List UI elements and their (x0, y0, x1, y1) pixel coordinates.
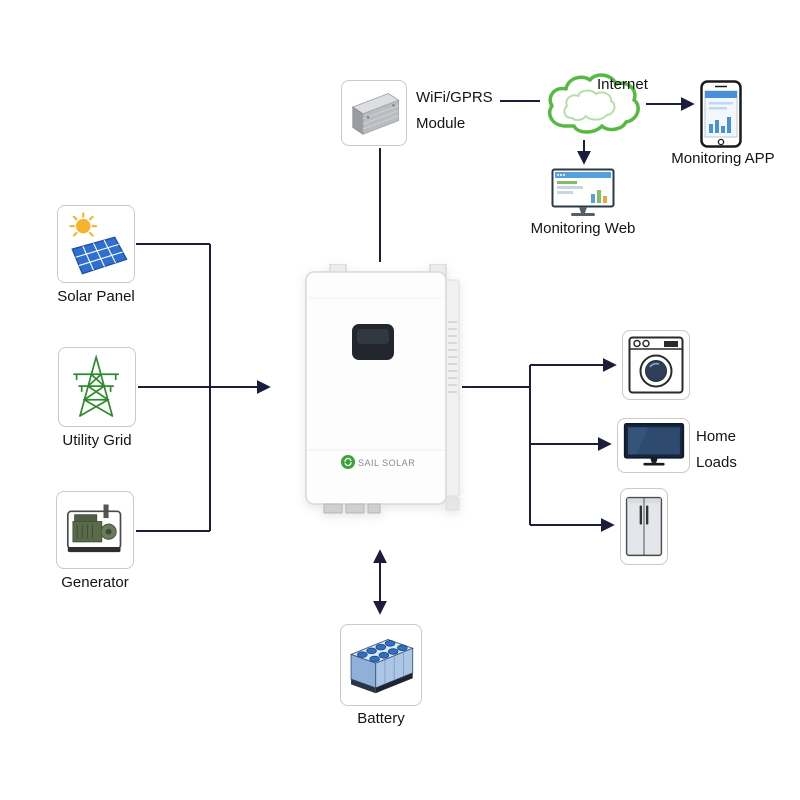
utility-grid-node: Utility Grid (58, 347, 136, 449)
monitoring-web-label: Monitoring Web (530, 220, 636, 237)
cloud-icon (547, 73, 640, 134)
washing-machine-icon (622, 330, 690, 400)
transmission-tower-icon (58, 347, 136, 427)
monitoring-web-node (551, 168, 615, 223)
utility-grid-label: Utility Grid (62, 432, 132, 449)
monitoring-app-label: Monitoring APP (671, 150, 775, 167)
hybrid-inverter-image: SAIL SOLAR (305, 263, 460, 514)
wifi-gprs-module-glyph (351, 93, 400, 136)
wifi-gprs-module-icon (341, 80, 407, 146)
tv-glyph (623, 422, 684, 466)
monitoring-app-node (700, 80, 742, 153)
solar-panel-glyph (69, 212, 128, 275)
refrigerator-icon (620, 488, 668, 565)
battery-node: Battery (340, 624, 422, 727)
battery-label: Battery (357, 710, 405, 727)
tv-icon (617, 418, 690, 473)
solar-panel-node: Solar Panel (57, 205, 135, 305)
generator-node: Generator (56, 491, 134, 591)
refrigerator-glyph (625, 496, 663, 557)
internet-node (538, 66, 646, 149)
inverter-logo-icon (341, 455, 355, 469)
inverter-brand-text: SAIL SOLAR (358, 458, 415, 468)
solar-panel-label: Solar Panel (57, 288, 135, 305)
tv-node (617, 418, 690, 473)
wifi-module-label-line2: Module (416, 115, 466, 132)
battery-bank-glyph (349, 638, 414, 694)
internet-label: Internet (597, 76, 648, 93)
home-loads-label-line2: Loads (696, 454, 737, 471)
washing-machine-node (622, 330, 690, 400)
refrigerator-node (620, 488, 668, 565)
wifi-module-node (341, 80, 407, 146)
smartphone-icon (700, 80, 742, 148)
battery-bank-icon (340, 624, 422, 706)
generator-icon (56, 491, 134, 569)
washing-machine-glyph (628, 336, 684, 394)
generator-label: Generator (61, 574, 129, 591)
generator-glyph (66, 504, 122, 553)
wifi-module-label-line1: WiFi/GPRS (416, 89, 493, 106)
inverter-node: SAIL SOLAR (296, 263, 466, 524)
monitor-icon (551, 168, 615, 216)
transmission-tower-glyph (73, 354, 120, 417)
home-loads-label-line1: Home (696, 428, 737, 445)
solar-panel-icon (57, 205, 135, 283)
